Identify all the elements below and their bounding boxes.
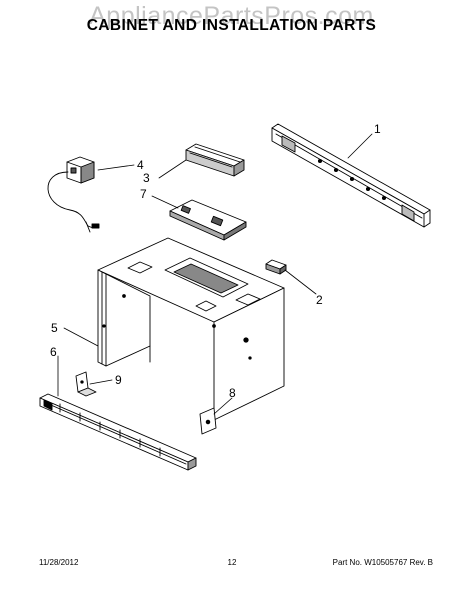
callout-3: 3	[143, 171, 150, 185]
leader-lines	[57, 133, 373, 415]
part-6-vent-grille	[39, 393, 197, 471]
footer-date: 11/28/2012	[39, 558, 79, 567]
callout-5: 5	[51, 321, 58, 335]
part-9-bracket	[75, 371, 97, 397]
footer-page-number: 12	[227, 558, 237, 567]
part-2-clip	[265, 259, 287, 275]
footer-part-number: Part No. W10505767 Rev. B	[332, 558, 433, 567]
callout-1: 1	[374, 122, 381, 136]
callout-4: 4	[137, 158, 144, 172]
part-7-plate	[169, 199, 247, 241]
watermark: AppliancePartsPros.com	[89, 2, 374, 30]
callout-8: 8	[229, 386, 236, 400]
callout-7: 7	[140, 187, 147, 201]
part-4-switch-harness	[47, 156, 100, 233]
page-title: CABINET AND INSTALLATION PARTS	[86, 17, 377, 34]
part-1-mounting-rail	[271, 123, 431, 228]
part-3-bracket	[185, 143, 245, 177]
callout-9: 9	[115, 373, 122, 387]
part-5-cabinet	[97, 237, 285, 421]
callout-6: 6	[50, 345, 57, 359]
part-8-plate	[199, 407, 217, 435]
callout-2: 2	[316, 293, 323, 307]
